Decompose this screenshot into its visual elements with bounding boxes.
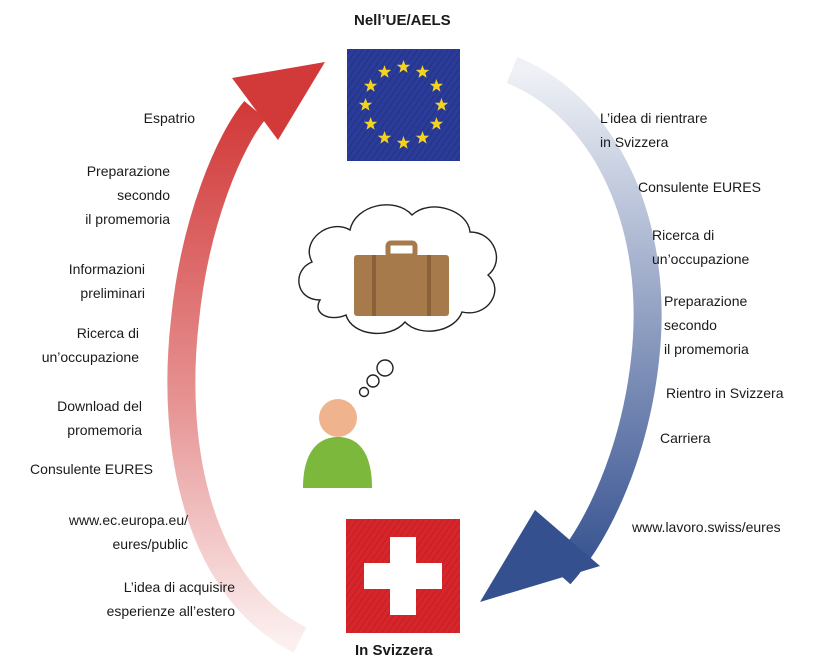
eu-star-icon [415,65,430,78]
left-cycle-arrow [167,62,325,653]
eu-star-icon [429,117,444,130]
eu-star-icon [396,60,411,73]
eu-star-icon [377,65,392,78]
eu-star-icon [434,98,449,111]
right-cycle-arrow [480,57,662,602]
eu-star-icon [363,79,378,92]
suitcase-icon [354,240,449,316]
right-step-idea-rientro: L’idea di rientrare in Svizzera [600,110,708,150]
eu-star-icon [415,130,430,144]
left-step-consulente: Consulente EURES [30,461,153,477]
eu-star-icon [358,98,373,111]
left-step-ricerca: Ricerca di un’occupazione [41,325,139,365]
bottom-title: In Svizzera [355,642,433,659]
eu-star-icon [396,136,411,149]
right-step-rientro: Rientro in Svizzera [666,385,784,401]
eu-star-icon [377,130,392,144]
left-step-download: Download del promemoria [57,398,142,438]
swiss-flag-icon [346,519,460,633]
left-step-preparazione: Preparazione secondo il promemoria [85,163,170,227]
left-step-espatrio: Espatrio [143,110,195,126]
person-icon [303,399,372,488]
top-title: Nell’UE/AELS [354,12,451,29]
right-step-consulente: Consulente EURES [638,179,761,195]
right-step-carriera: Carriera [660,430,711,446]
eu-star-icon [429,79,444,92]
left-step-idea: L’idea di acquisire esperienze all’ester… [106,579,235,619]
right-step-preparazione: Preparazione secondo il promemoria [664,293,749,357]
left-step-url: www.ec.europa.eu/ eures/public [68,512,188,552]
eu-flag-icon [347,49,460,161]
right-step-ricerca: Ricerca di un’occupazione [652,227,750,267]
right-step-url: www.lavoro.swiss/eures [632,519,781,535]
eu-star-icon [363,117,378,130]
left-step-informazioni: Informazioni preliminari [68,261,145,301]
